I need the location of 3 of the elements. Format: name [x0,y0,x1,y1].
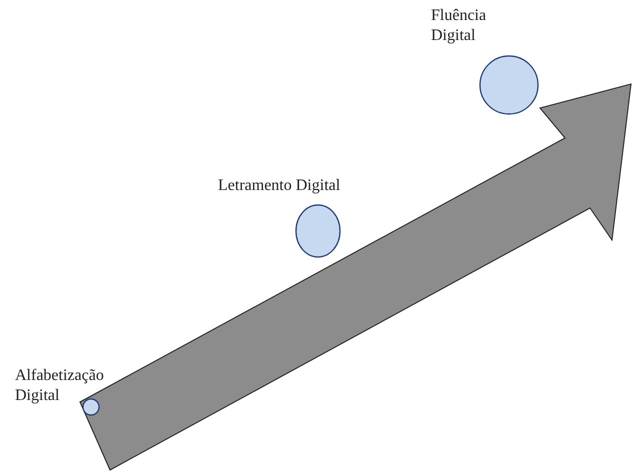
stage-label: Fluência Digital [431,6,488,46]
stage-label: Letramento Digital [218,176,342,196]
stage-label: Alfabetização Digital [15,366,105,406]
